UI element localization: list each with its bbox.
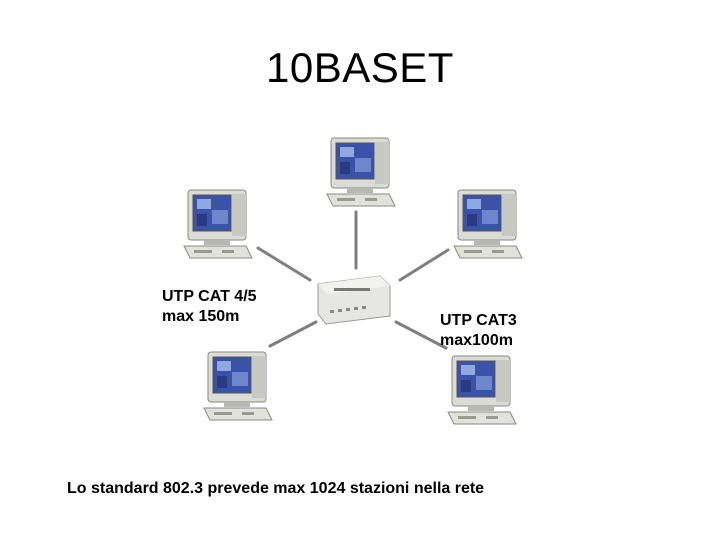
cable-label-cat45-line1: UTP CAT 4/5 bbox=[162, 288, 257, 305]
computer-icon bbox=[326, 137, 396, 207]
computer-icon bbox=[203, 351, 273, 421]
cable-label-cat3: UTP CAT3 max100m bbox=[440, 311, 517, 351]
cable-label-cat3-line1: UTP CAT3 bbox=[440, 312, 517, 329]
cable-lines bbox=[256, 210, 450, 350]
hub-icon bbox=[317, 275, 391, 325]
computer-icon bbox=[183, 189, 253, 259]
cable-left bbox=[256, 246, 312, 282]
cable-bottom-right bbox=[394, 320, 448, 350]
cable-label-cat45-line2: max 150m bbox=[162, 308, 240, 325]
computer-icon bbox=[453, 189, 523, 259]
cable-bottom-left bbox=[268, 320, 318, 348]
computer-icon bbox=[447, 355, 517, 425]
footer-note: Lo standard 802.3 prevede max 1024 stazi… bbox=[67, 480, 485, 497]
cable-right bbox=[398, 248, 450, 282]
cable-label-cat45: UTP CAT 4/5 max 150m bbox=[162, 287, 257, 327]
cable-label-cat3-line2: max100m bbox=[440, 332, 513, 349]
slide-title: 10BASET bbox=[266, 44, 454, 91]
